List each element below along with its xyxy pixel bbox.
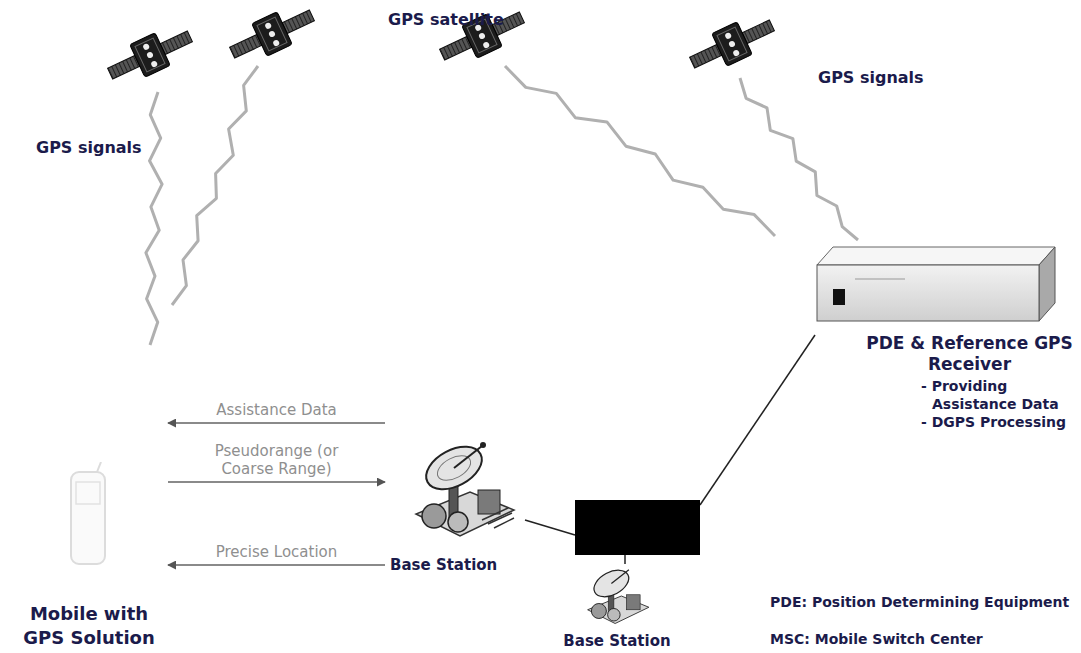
signal-line [172,66,258,305]
note-label: GPS signals [818,68,924,87]
base-station-icon [582,566,652,626]
note-label: PDE: Position Determining Equipment [770,594,1070,611]
gps-satellite [225,0,320,69]
station-label: Base Station [563,632,670,650]
feature-bullet: - DGPS Processing [921,413,1078,431]
note-label: GPS signals [36,138,142,157]
icon-holder [582,566,652,630]
signal-line [146,92,162,345]
device-label: Mobile with GPS Solution [10,602,168,650]
pde-receiver: PDE & Reference GPS Receiver- Providing … [815,245,1078,431]
feature-bullet: - Providing Assistance Data [921,377,1078,413]
message-label: Precise Location [213,543,341,561]
mobile-phone-icon [59,462,119,572]
message-label: Pseudorange (or Coarse Range) [199,442,355,478]
gps-satellite [103,20,198,90]
mobile-device: Mobile with GPS Solution [10,398,168,650]
link-line [525,520,575,535]
note-label: GPS satellite [388,10,504,29]
message-arrow [168,564,385,566]
signal-line [505,66,775,236]
note-label: MSC: Mobile Switch Center [770,631,983,648]
message-arrow [168,422,385,424]
base-station: Base Station [553,564,681,650]
icon-holder [408,436,518,550]
message-arrow [168,481,385,483]
base-station-icon [408,436,518,546]
link-line [700,335,815,505]
device-title: PDE & Reference GPS Receiver [861,333,1078,375]
switch-box [575,500,700,555]
link-line [624,555,626,564]
message-label: Assistance Data [213,401,340,419]
pde-device-icon [815,245,1057,323]
gps-satellite [685,9,780,79]
gps-signals [146,66,858,345]
base-station: Base Station [385,386,525,574]
station-label: Base Station [390,556,497,574]
signal-line [740,78,858,240]
